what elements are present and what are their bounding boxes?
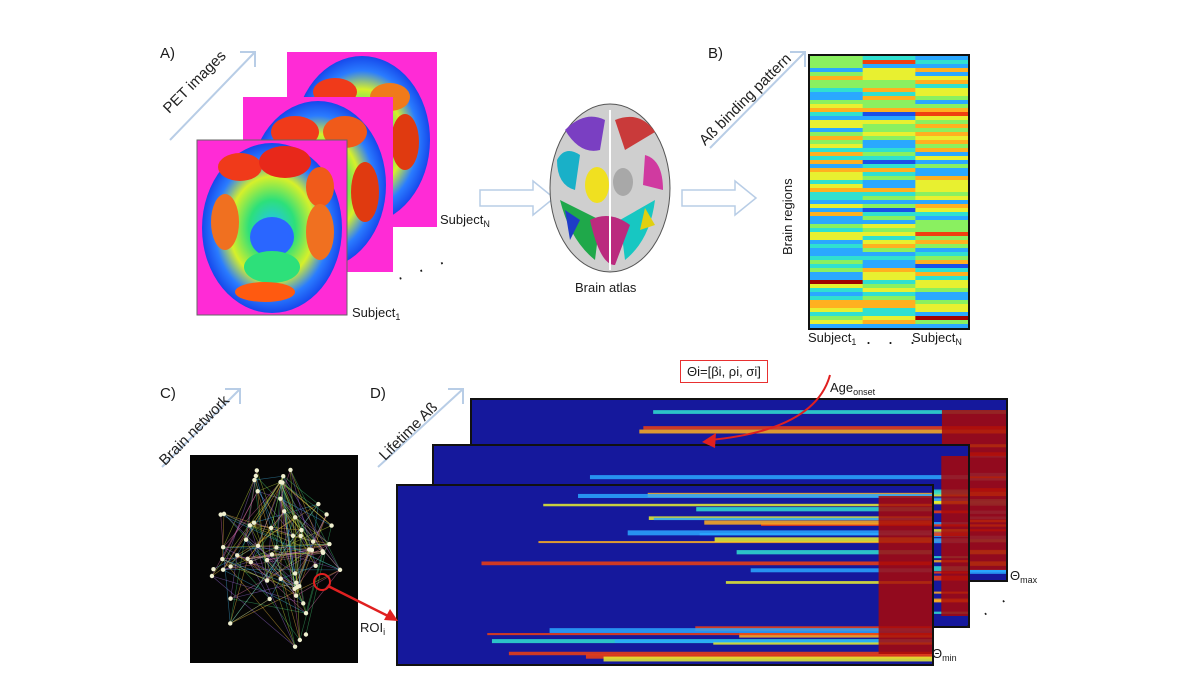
binding-subject-1-label: Subject1 [808,330,857,347]
panel-a-label: A) [160,45,175,62]
roi-label: ROIi [360,620,386,637]
theta-pointer-arrow [702,374,831,448]
brain-network-image [190,455,358,663]
pet-image-stack [196,52,437,316]
subject-n-label: SubjectN [440,212,490,229]
pet-image-front [196,139,348,316]
binding-subject-n-label: SubjectN [912,330,962,347]
brain-atlas-caption: Brain atlas [575,280,637,295]
subject-1-label: Subject1 [352,305,401,322]
theta-parameter-box: Θi=[βi, ρi, σi] [680,360,768,383]
arrow-atlas-to-binding [681,179,758,217]
brain-regions-axis-label: Brain regions [780,178,795,255]
panel-d-label: D) [370,385,386,402]
pet-images-arrow [169,51,256,141]
arrow-pet-to-atlas [479,179,556,217]
brain-network-arrow [161,388,241,468]
binding-dots: . . . [866,328,922,348]
brain-atlas-image [549,103,671,273]
panel-c-label: C) [160,385,176,402]
panel-b-label: B) [708,45,723,62]
lifetime-heatmap-front [396,484,934,666]
lifetime-arrow [377,388,464,468]
roi-pointer-arrow [313,573,398,621]
age-onset-label: Ageonset [830,380,876,397]
theta-max-label: Θmax [1010,568,1038,585]
binding-pattern-arrow [709,51,806,149]
binding-heatmap [808,54,970,330]
theta-min-label: Θmin [932,646,957,663]
